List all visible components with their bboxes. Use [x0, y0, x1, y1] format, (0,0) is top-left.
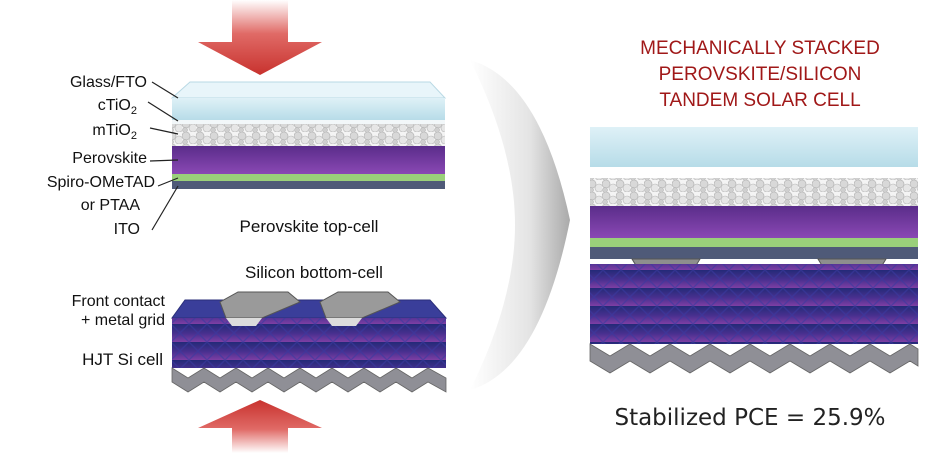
glass-fto-layer — [170, 81, 447, 99]
caption-bottom-cell: Silicon bottom-cell — [245, 263, 383, 282]
title-line-1: MECHANICALLY STACKED — [640, 38, 880, 59]
caption-top-cell: Perovskite top-cell — [240, 217, 379, 236]
arrow-up-icon — [198, 400, 322, 453]
tandem-perovskite-layer — [590, 206, 918, 238]
perovskite-top-cell — [170, 81, 447, 189]
tandem-spiro-layer — [590, 238, 918, 247]
textured-rear-surface — [171, 367, 447, 393]
stabilized-pce-label: Stabilized PCE = 25.9% — [614, 405, 885, 431]
label-glass-fto: Glass/FTO — [70, 74, 147, 91]
tandem-glass-layer — [590, 127, 918, 167]
label-spiro: Spiro-OMeTAD — [47, 174, 155, 191]
label-ptaa: or PTAA — [81, 197, 141, 214]
title-line-2: PEROVSKITE/SILICON — [659, 64, 862, 85]
ctio2-layer — [172, 120, 445, 124]
tandem-textured-rear — [589, 343, 919, 374]
label-ctio2: cTiO2 — [98, 97, 137, 117]
label-perovskite: Perovskite — [72, 150, 147, 167]
tandem-stack — [589, 127, 919, 374]
spiro-layer — [172, 174, 445, 181]
label-ito: ITO — [114, 221, 140, 238]
label-front-contact: Front contact — [72, 293, 166, 310]
arrow-down-icon — [198, 0, 322, 75]
silicon-bottom-cell — [171, 291, 448, 393]
label-hjt-si-cell: HJT Si cell — [82, 350, 163, 369]
label-mtio2: mTiO2 — [92, 122, 137, 142]
ito-layer — [172, 181, 445, 189]
tandem-silicon-layer — [590, 264, 918, 344]
title-line-3: TANDEM SOLAR CELL — [659, 90, 860, 111]
label-metal-grid: + metal grid — [81, 312, 165, 329]
tandem-mtio2-layer — [590, 178, 918, 206]
tandem-ito-layer — [590, 247, 918, 259]
big-arrow-right-icon — [470, 60, 570, 390]
mtio2-layer — [172, 124, 445, 146]
perovskite-layer — [172, 146, 445, 174]
layer-leader-lines — [147, 81, 179, 231]
